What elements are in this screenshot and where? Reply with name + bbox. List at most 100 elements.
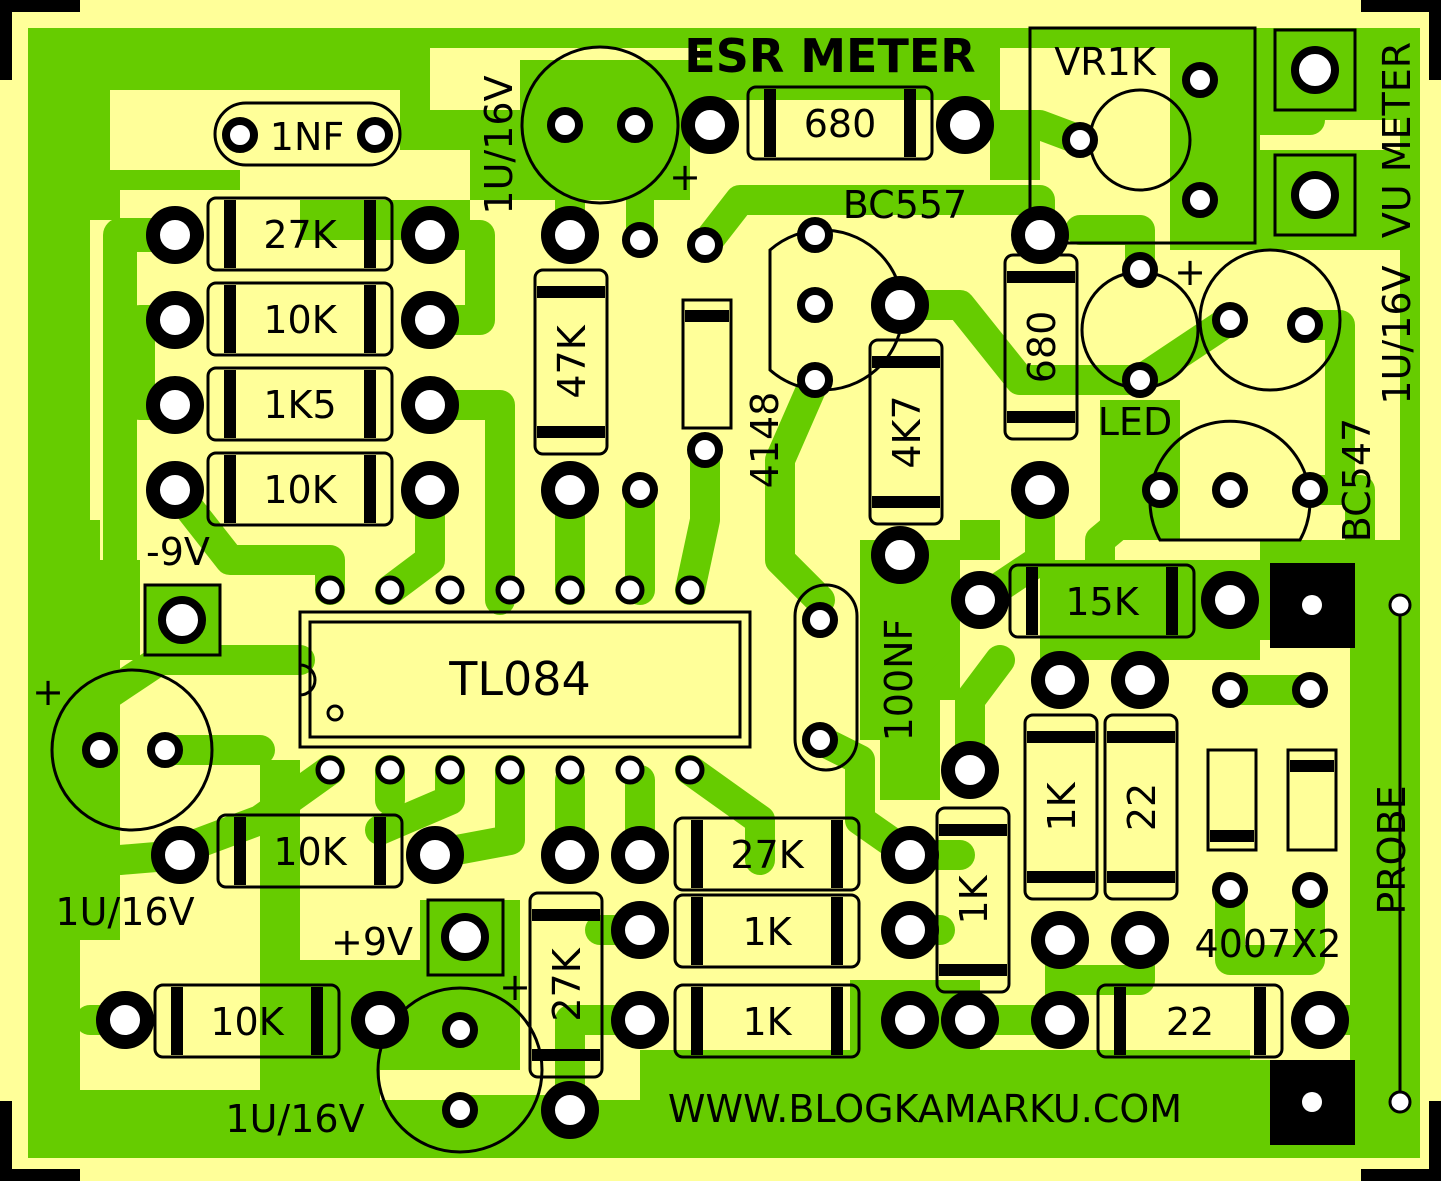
pad bbox=[1111, 911, 1169, 969]
label-r-680-v: 680 bbox=[1020, 311, 1064, 384]
pad bbox=[541, 206, 599, 264]
pad bbox=[1122, 252, 1158, 288]
label-cap-right: 1U/16V bbox=[1375, 265, 1419, 404]
round-pads bbox=[82, 62, 1349, 1139]
pad bbox=[1292, 872, 1328, 908]
ic-pin bbox=[615, 575, 645, 605]
pad bbox=[802, 602, 838, 638]
pad bbox=[147, 732, 183, 768]
ic-pin bbox=[675, 755, 705, 785]
pad bbox=[941, 991, 999, 1049]
label-cap-1nf: 1NF bbox=[270, 115, 344, 159]
label-minus-9v: -9V bbox=[146, 530, 210, 574]
ic-pin bbox=[315, 575, 345, 605]
pad bbox=[547, 107, 583, 143]
pad bbox=[1291, 991, 1349, 1049]
pad bbox=[617, 107, 653, 143]
pad bbox=[1182, 182, 1218, 218]
ic-pin bbox=[435, 755, 465, 785]
pad bbox=[1201, 571, 1259, 629]
r-1k-bottom-body bbox=[673, 983, 861, 1059]
plus-sign-led: + bbox=[1174, 250, 1206, 294]
diode-4007b-body bbox=[1286, 748, 1338, 852]
cap-100nf-body bbox=[793, 583, 859, 772]
r-27k-v-body bbox=[528, 891, 604, 1079]
pad bbox=[401, 376, 459, 434]
pad bbox=[1122, 362, 1158, 398]
pad bbox=[1182, 62, 1218, 98]
label-trimmer: VR1K bbox=[1054, 40, 1157, 84]
pad bbox=[541, 1081, 599, 1139]
ic-pin bbox=[435, 575, 465, 605]
pad bbox=[401, 206, 459, 264]
r-1k5-body bbox=[206, 366, 394, 442]
pad bbox=[1011, 206, 1069, 264]
pad bbox=[951, 571, 1009, 629]
r-27k-mid-body bbox=[673, 816, 861, 892]
pad bbox=[871, 276, 929, 334]
label-r-10k-bottom: 10K bbox=[210, 1000, 284, 1044]
pad bbox=[881, 826, 939, 884]
pad bbox=[1062, 122, 1098, 158]
label-r-4k7: 4K7 bbox=[885, 395, 929, 468]
pad bbox=[1111, 651, 1169, 709]
r-22-v-body bbox=[1103, 713, 1179, 901]
pad bbox=[871, 526, 929, 584]
pad bbox=[146, 291, 204, 349]
r-10k-left-body bbox=[216, 813, 404, 889]
pad bbox=[622, 222, 658, 258]
label-ic: TL084 bbox=[448, 652, 591, 706]
label-r-1k-v2: 1K bbox=[952, 874, 996, 924]
label-vu-meter: VU METER bbox=[1375, 42, 1419, 238]
website-label: WWW.BLOGKAMARKU.COM bbox=[668, 1087, 1182, 1131]
trimmer-outline bbox=[1028, 26, 1257, 245]
pad bbox=[611, 826, 669, 884]
silkscreen bbox=[50, 26, 1402, 1154]
pad bbox=[406, 826, 464, 884]
pad-vu-a bbox=[1273, 28, 1357, 112]
pad bbox=[1031, 991, 1089, 1049]
label-r-15k: 15K bbox=[1065, 580, 1139, 624]
diode-4007a-body bbox=[1206, 748, 1258, 852]
pad bbox=[687, 227, 723, 263]
r-10k-a-body bbox=[206, 281, 394, 357]
pad bbox=[881, 901, 939, 959]
label-r-1k-bottom: 1K bbox=[742, 1000, 792, 1044]
board-title: ESR METER bbox=[684, 29, 975, 83]
label-cap-100nf: 100NF bbox=[877, 619, 921, 742]
ic-outline bbox=[298, 610, 752, 749]
label-r-1k5: 1K5 bbox=[263, 383, 336, 427]
label-plus-9v: +9V bbox=[331, 920, 413, 964]
pad bbox=[881, 991, 939, 1049]
pad bbox=[611, 901, 669, 959]
label-r-27k-mid: 27K bbox=[730, 833, 804, 877]
pad bbox=[622, 472, 658, 508]
ic-pin bbox=[375, 575, 405, 605]
cap-1nf-body bbox=[213, 101, 402, 167]
pad bbox=[797, 287, 833, 323]
label-r-10k-b: 10K bbox=[263, 468, 337, 512]
label-r-47k: 47K bbox=[550, 324, 594, 398]
pad bbox=[611, 991, 669, 1049]
pad bbox=[541, 461, 599, 519]
r-15k-body bbox=[1008, 563, 1196, 639]
pad bbox=[1011, 461, 1069, 519]
pad bbox=[146, 376, 204, 434]
pad bbox=[1031, 651, 1089, 709]
label-npn: BC547 bbox=[1335, 418, 1379, 542]
cap-bottom-outline bbox=[376, 986, 544, 1154]
r-1k-mid-body bbox=[673, 893, 861, 969]
pad bbox=[357, 117, 393, 153]
r-22-h-body bbox=[1096, 983, 1284, 1059]
pad bbox=[401, 461, 459, 519]
r-27k-top-body bbox=[206, 196, 394, 272]
ic-pin bbox=[615, 755, 645, 785]
label-diode-4148: 4148 bbox=[743, 392, 787, 489]
ic-pin bbox=[675, 575, 705, 605]
pad bbox=[687, 432, 723, 468]
label-cap-bottom: 1U/16V bbox=[225, 1097, 364, 1141]
ic-pin bbox=[495, 575, 525, 605]
pad bbox=[681, 96, 739, 154]
pad bbox=[1287, 307, 1323, 343]
